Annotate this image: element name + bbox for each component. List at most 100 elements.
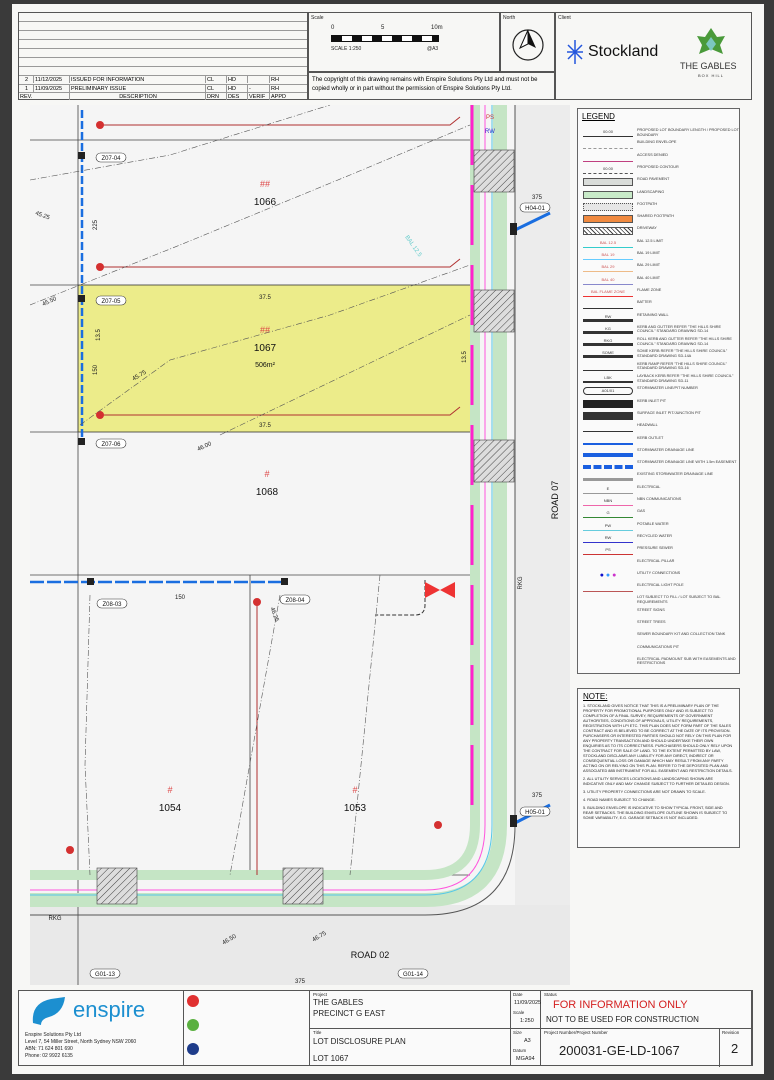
svg-text:Z08-03: Z08-03 (102, 602, 122, 608)
legend-item: BAL 40 BAL 40 LIMIT (578, 275, 739, 287)
legend-item: STREET SIGNS (578, 607, 739, 619)
dim-side-left: 13.5 (96, 329, 102, 341)
pit-label: Z07-05 (95, 295, 127, 306)
legend-label: HEADWALL (637, 423, 658, 428)
legend-item: LOT SUBJECT TO FILL / LOT SUBJECT TO BAL… (578, 594, 739, 606)
svg-text:Z07-04: Z07-04 (101, 156, 121, 162)
legend-item: STORMWATER DRAINAGE LINE WITH 1.5m EASEM… (578, 459, 739, 471)
road-07-label: ROAD 07 (550, 481, 560, 520)
legend-label: KERB RAMP REFER "THE HILLS SHIRE COUNCIL… (637, 361, 727, 371)
legend-swatch: BAL 40 (583, 277, 633, 285)
rkg-label: RKG (518, 576, 524, 589)
svg-text:H05-01: H05-01 (525, 810, 545, 816)
lot-1066-number[interactable]: 1066 (254, 197, 277, 208)
company-block: enspire Enspire Solutions Pty Ltd Level … (19, 991, 184, 1065)
project-number: 200031-GE-LD-1067 (559, 1043, 680, 1058)
ps-label: PS (486, 115, 494, 121)
legend-label: ACCESS DENIED (637, 152, 669, 157)
legend-label: BUILDING ENVELOPE (637, 140, 677, 145)
lot-1054-number[interactable]: 1054 (159, 803, 182, 814)
copyright-notice: The copyright of this drawing remains wi… (308, 72, 555, 100)
legend-swatch: PS (583, 547, 633, 556)
legend-title: LEGEND (582, 112, 615, 121)
lot-1068-number[interactable]: 1068 (256, 487, 279, 498)
dim-375b: 375 (532, 793, 543, 799)
legend-swatch: 00.00 (583, 129, 633, 137)
legend-swatch: ● ● ● (599, 571, 617, 579)
legend-item: SEWER BOUNDARY KIT AND COLLECTION TANK (578, 631, 739, 643)
stockland-logo-icon (567, 40, 583, 64)
legend-item: ACCESS DENIED (578, 152, 739, 164)
svg-text:H04-01: H04-01 (525, 206, 545, 212)
legend-item: BUILDING ENVELOPE (578, 139, 739, 151)
legend-swatch (583, 437, 633, 445)
legend-swatch (583, 633, 633, 641)
legend-item: ELECTRICAL PILLAR (578, 558, 739, 570)
legend-label: STORMWATER DRAINAGE LINE WITH 1.5m EASEM… (637, 460, 737, 465)
lot-1067-highlight[interactable] (77, 284, 473, 433)
legend-item: ELECTRICAL PADMOUNT SUB WITH EASEMENTS A… (578, 656, 739, 668)
legend-label: NBN COMMUNICATIONS (637, 497, 682, 501)
legend-swatch (583, 301, 633, 310)
scale-bar (331, 35, 439, 42)
revision-row: 1 11/09/2025 PRELIMINARY ISSUE CL HD - R… (19, 84, 307, 92)
road-02-label: ROAD 02 (351, 950, 390, 960)
lot-1053-number[interactable]: 1053 (344, 803, 367, 814)
svg-text:G01-13: G01-13 (95, 972, 116, 978)
legend-label: ELECTRICAL (637, 484, 661, 489)
legend-item: STREET TREES (578, 619, 739, 631)
legend-label: EXISTING STORMWATER DRAINAGE LINE (637, 472, 714, 477)
legend-swatch (583, 141, 633, 150)
legend-swatch (583, 646, 633, 654)
revision-number: 2 (731, 1041, 739, 1056)
legend-swatch (583, 363, 633, 371)
legend-swatch: RKG (583, 338, 633, 347)
legend-label: FOOTPATH (637, 201, 658, 206)
legend-item: EXISTING STORMWATER DRAINAGE LINE (578, 471, 739, 483)
legend-label: RETAINING WALL (637, 312, 669, 317)
legend-item: KERB RAMP REFER "THE HILLS SHIRE COUNCIL… (578, 361, 739, 373)
blue-cert-badge-icon (187, 1043, 199, 1055)
pit-label: H05-01 (519, 806, 551, 817)
red-cert-badge-icon (187, 995, 199, 1007)
legend-label: BATTER (637, 300, 652, 305)
legend-swatch: 00.00 (583, 166, 633, 174)
lot-1067-number[interactable]: 1067 (254, 343, 277, 354)
legend-label: SHARED FOOTPATH (637, 214, 674, 219)
pit-label: Z08-04 (279, 594, 311, 605)
legend-item: ELECTRICAL LIGHT POLE (578, 582, 739, 594)
legend-label: KERB AND GUTTER REFER "THE HILLS SHIRE C… (637, 324, 722, 334)
legend-swatch: BAL 19 (583, 252, 633, 260)
rkg-label: RKG (48, 916, 61, 922)
legend-label: ELECTRICAL LIGHT POLE (637, 583, 684, 588)
legend-label: ELECTRICAL PILLAR (637, 558, 675, 563)
lot-1067-area: 506m² (255, 362, 276, 369)
legend-label: SURFACE INLET PIT/JUNCTION PIT (637, 410, 701, 415)
dim-225: 225 (93, 219, 99, 230)
legend-swatch (583, 560, 633, 568)
legend-label: ROLL KERB AND GUTTER REFER "THE HILLS SH… (637, 337, 732, 346)
legend-swatch: E (583, 486, 633, 494)
pit-label: Z07-04 (95, 152, 127, 163)
legend-label: KERB OUTLET (637, 435, 664, 440)
note-item: 5. BUILDING ENVELOPE IS INDICATIVE TO SH… (583, 806, 728, 820)
legend-label: BAL 40 LIMIT (637, 275, 661, 280)
legend-item: SURFACE INLET PIT/JUNCTION PIT (578, 410, 739, 422)
legend-label: SOME KERB REFER "THE HILLS SHIRE COUNCIL… (637, 349, 728, 358)
lot-1054-marks: # (167, 785, 172, 795)
dim-375c: 375 (295, 979, 306, 985)
revision-table: 2 11/12/2025 ISSUED FOR INFORMATION CL H… (18, 12, 308, 100)
pit-label: G01-13 (89, 968, 121, 979)
pit-label: H04-01 (519, 202, 551, 213)
